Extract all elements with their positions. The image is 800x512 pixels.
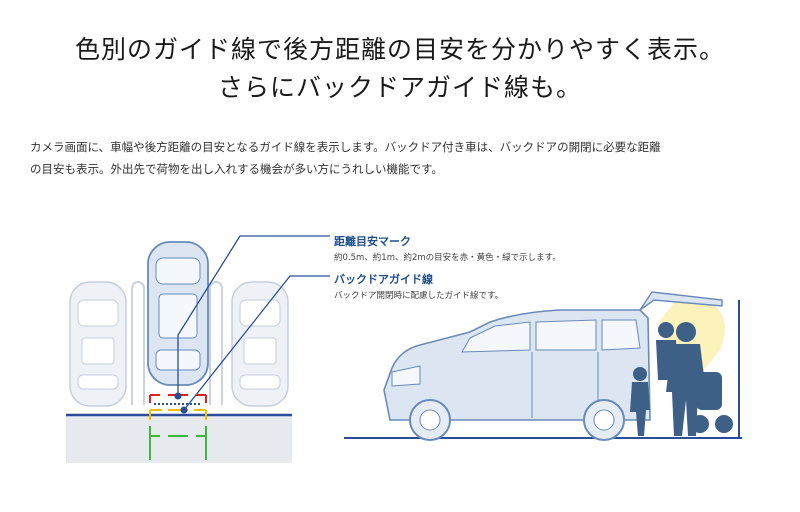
reversing-car bbox=[147, 241, 209, 386]
guide-lines bbox=[149, 394, 207, 460]
parking-top-view-illustration bbox=[66, 235, 330, 463]
van-side-view-illustration bbox=[344, 291, 742, 441]
headline-line-2: さらにバックドアガイド線も。 bbox=[217, 73, 582, 102]
description-line-2: の目安も表示。外出先で荷物を出し入れする機会が多い方にうれしい機能です。 bbox=[30, 162, 443, 176]
backdoor-guide-title: バックドアガイド線 bbox=[334, 273, 433, 286]
distance-mark-title: 距離目安マーク bbox=[334, 235, 411, 248]
people-silhouettes bbox=[630, 322, 733, 436]
description-line-1: カメラ画面に、車幅や後方距離の目安となるガイド線を表示します。バックドア付き車は… bbox=[30, 140, 661, 154]
backdoor-guide-description: バックドア開閉時に配慮したガイド線です。 bbox=[334, 291, 504, 301]
leader-lines bbox=[177, 235, 330, 411]
headline-line-1: 色別のガイド線で後方距離の目安を分かりやすく表示。 bbox=[74, 35, 725, 64]
distance-mark-description: 約0.5m、約1m、約2mの目安を赤・黄色・緑で示します。 bbox=[334, 253, 561, 263]
parked-car-left bbox=[69, 281, 127, 407]
parked-car-right bbox=[231, 281, 289, 407]
